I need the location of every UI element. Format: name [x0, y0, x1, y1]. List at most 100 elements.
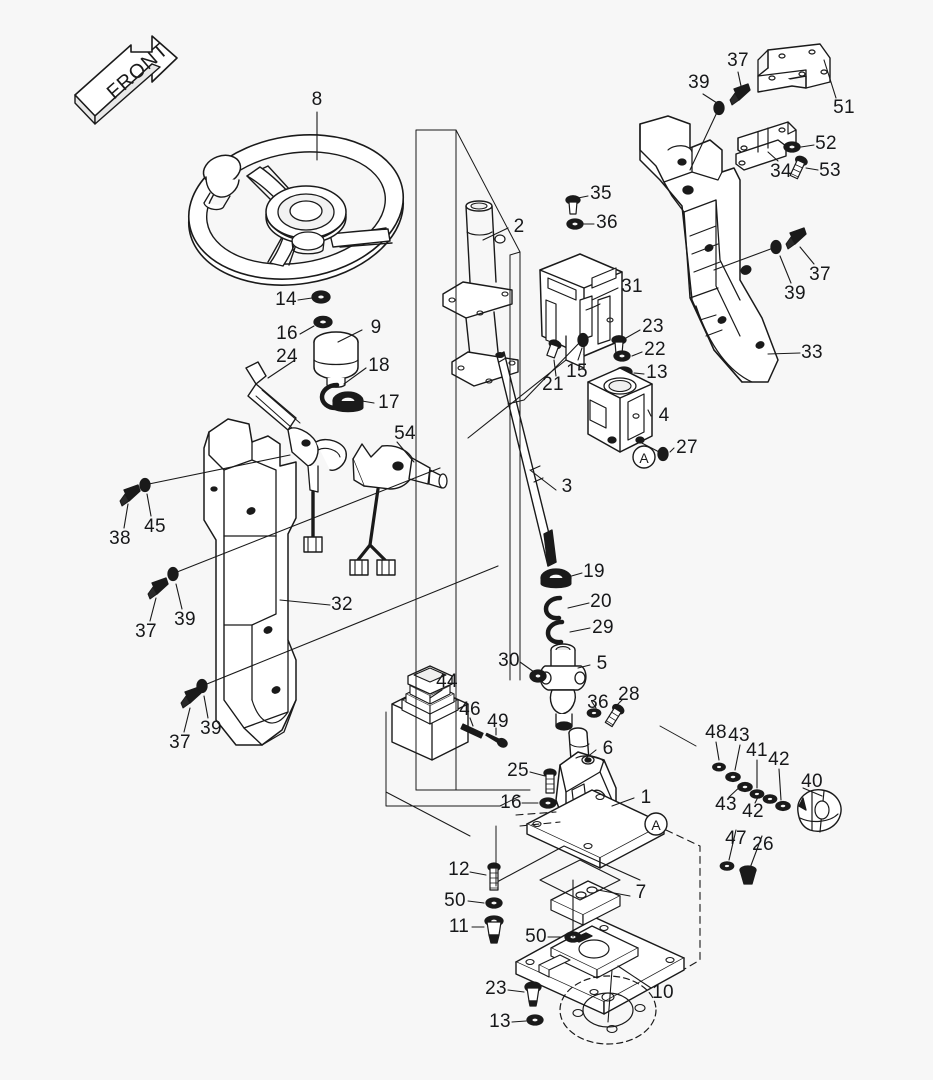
construction-frames	[385, 129, 697, 887]
svg-text:A: A	[639, 450, 649, 466]
right-cover-33	[639, 115, 779, 383]
floor-plate-10	[515, 917, 685, 1015]
callout-left-cover: 32	[331, 594, 353, 615]
callout-latch-plate: 34	[770, 161, 792, 182]
callout-shaft-coupler: 6	[602, 738, 614, 759]
bolt-25	[543, 768, 557, 794]
leader-lines	[123, 59, 837, 1023]
screw-37-right	[785, 227, 807, 250]
callout-washer: 36	[587, 692, 609, 713]
washer-22	[613, 350, 631, 362]
callout-bearing: 19	[583, 561, 605, 582]
callout-pad: 7	[635, 882, 647, 903]
bolt-12	[487, 862, 501, 891]
callout-column-support: 1	[640, 787, 652, 808]
left-cover-32	[203, 418, 297, 746]
callout-washer: 36	[596, 212, 618, 233]
bolt-21	[546, 339, 562, 359]
bolt-23-lower	[524, 981, 542, 1007]
snap-ring-29	[545, 619, 565, 645]
grommet-11	[484, 915, 504, 944]
callout-housing: 4	[658, 405, 670, 426]
callout-washer: 13	[646, 362, 668, 383]
section-marker-A-lower: A	[644, 812, 668, 836]
steering-wheel-graphic	[187, 134, 405, 286]
callout-washer: 47	[725, 828, 747, 849]
callout-washer: 42	[768, 749, 790, 770]
universal-joint-5	[539, 643, 587, 731]
pin-46	[460, 723, 484, 739]
washer-16-lower	[539, 797, 557, 809]
callout-washer: 50	[525, 926, 547, 947]
ignition-switch-54	[349, 443, 448, 576]
callout-washer: 43	[728, 725, 750, 746]
callout-snap-ring: 20	[590, 591, 612, 612]
callout-nut: 30	[498, 650, 520, 671]
washer-36-top	[566, 218, 584, 230]
bearing-19	[540, 568, 572, 589]
callout-washer: 16	[276, 323, 298, 344]
callout-bolt: 12	[448, 859, 470, 880]
callout-screw: 37	[169, 732, 191, 753]
callout-floor-plate: 10	[652, 982, 674, 1003]
callout-snap-ring: 18	[368, 355, 390, 376]
screw-37-upper	[147, 577, 169, 600]
washer-50-left	[485, 897, 503, 909]
washer-16	[313, 315, 333, 329]
callout-bolt: 35	[590, 183, 612, 204]
nut-14	[311, 290, 331, 304]
callout-bolt: 23	[642, 316, 664, 337]
screw-37-top	[729, 83, 751, 106]
turn-signal-lever-24	[245, 361, 347, 553]
callout-plug: 27	[676, 437, 698, 458]
callout-tilt-knob: 40	[801, 771, 823, 792]
housing-4	[587, 367, 653, 453]
section-marker-A-upper: A	[632, 445, 656, 469]
callout-ignition-switch: 54	[394, 423, 416, 444]
callout-bushing: 15	[566, 361, 588, 382]
callout-clip: 39	[174, 609, 196, 630]
callout-steering-wheel: 8	[311, 89, 323, 110]
bearing-17	[332, 391, 364, 413]
bushing-15	[577, 332, 589, 348]
mount-bracket-51	[757, 43, 831, 93]
washer-13-lower	[526, 1014, 544, 1026]
callout-cap: 9	[370, 317, 382, 338]
snap-ring-20	[543, 595, 563, 621]
washer-47	[719, 861, 735, 871]
callout-clip: 39	[784, 283, 806, 304]
bolt-28	[604, 703, 625, 728]
bolt-53	[789, 155, 808, 180]
callout-bearing: 17	[378, 392, 400, 413]
callout-clip: 45	[144, 516, 166, 537]
callout-bolt: 23	[485, 978, 507, 999]
callout-clip: 39	[688, 72, 710, 93]
callout-boot: 44	[436, 671, 458, 692]
callout-grommet: 11	[448, 916, 470, 937]
support-bracket-31	[539, 253, 623, 369]
callout-bolt: 21	[542, 374, 564, 395]
callout-snap-ring: 29	[592, 617, 614, 638]
callout-screw: 38	[109, 528, 131, 549]
callout-washer: 52	[815, 133, 837, 154]
pad-7	[550, 880, 621, 926]
column-tube-2	[442, 200, 519, 387]
svg-text:A: A	[651, 817, 661, 833]
callout-mounting-bracket: 51	[833, 97, 855, 118]
nut-30	[529, 669, 547, 683]
callout-screw: 37	[809, 264, 831, 285]
washer-52	[783, 141, 801, 153]
callout-washer: 50	[444, 890, 466, 911]
callout-universal-joint: 5	[596, 653, 608, 674]
callout-washer: 16	[500, 792, 522, 813]
callout-column-tube: 2	[513, 216, 525, 237]
steering-shaft-3	[495, 351, 557, 567]
callout-turn-signal-switch-lever: 24	[276, 346, 298, 367]
callout-washer: 43	[715, 794, 737, 815]
callout-washer: 22	[644, 339, 666, 360]
callout-screw: 37	[135, 621, 157, 642]
callout-bolt: 25	[507, 760, 529, 781]
callout-bolt: 53	[819, 160, 841, 181]
